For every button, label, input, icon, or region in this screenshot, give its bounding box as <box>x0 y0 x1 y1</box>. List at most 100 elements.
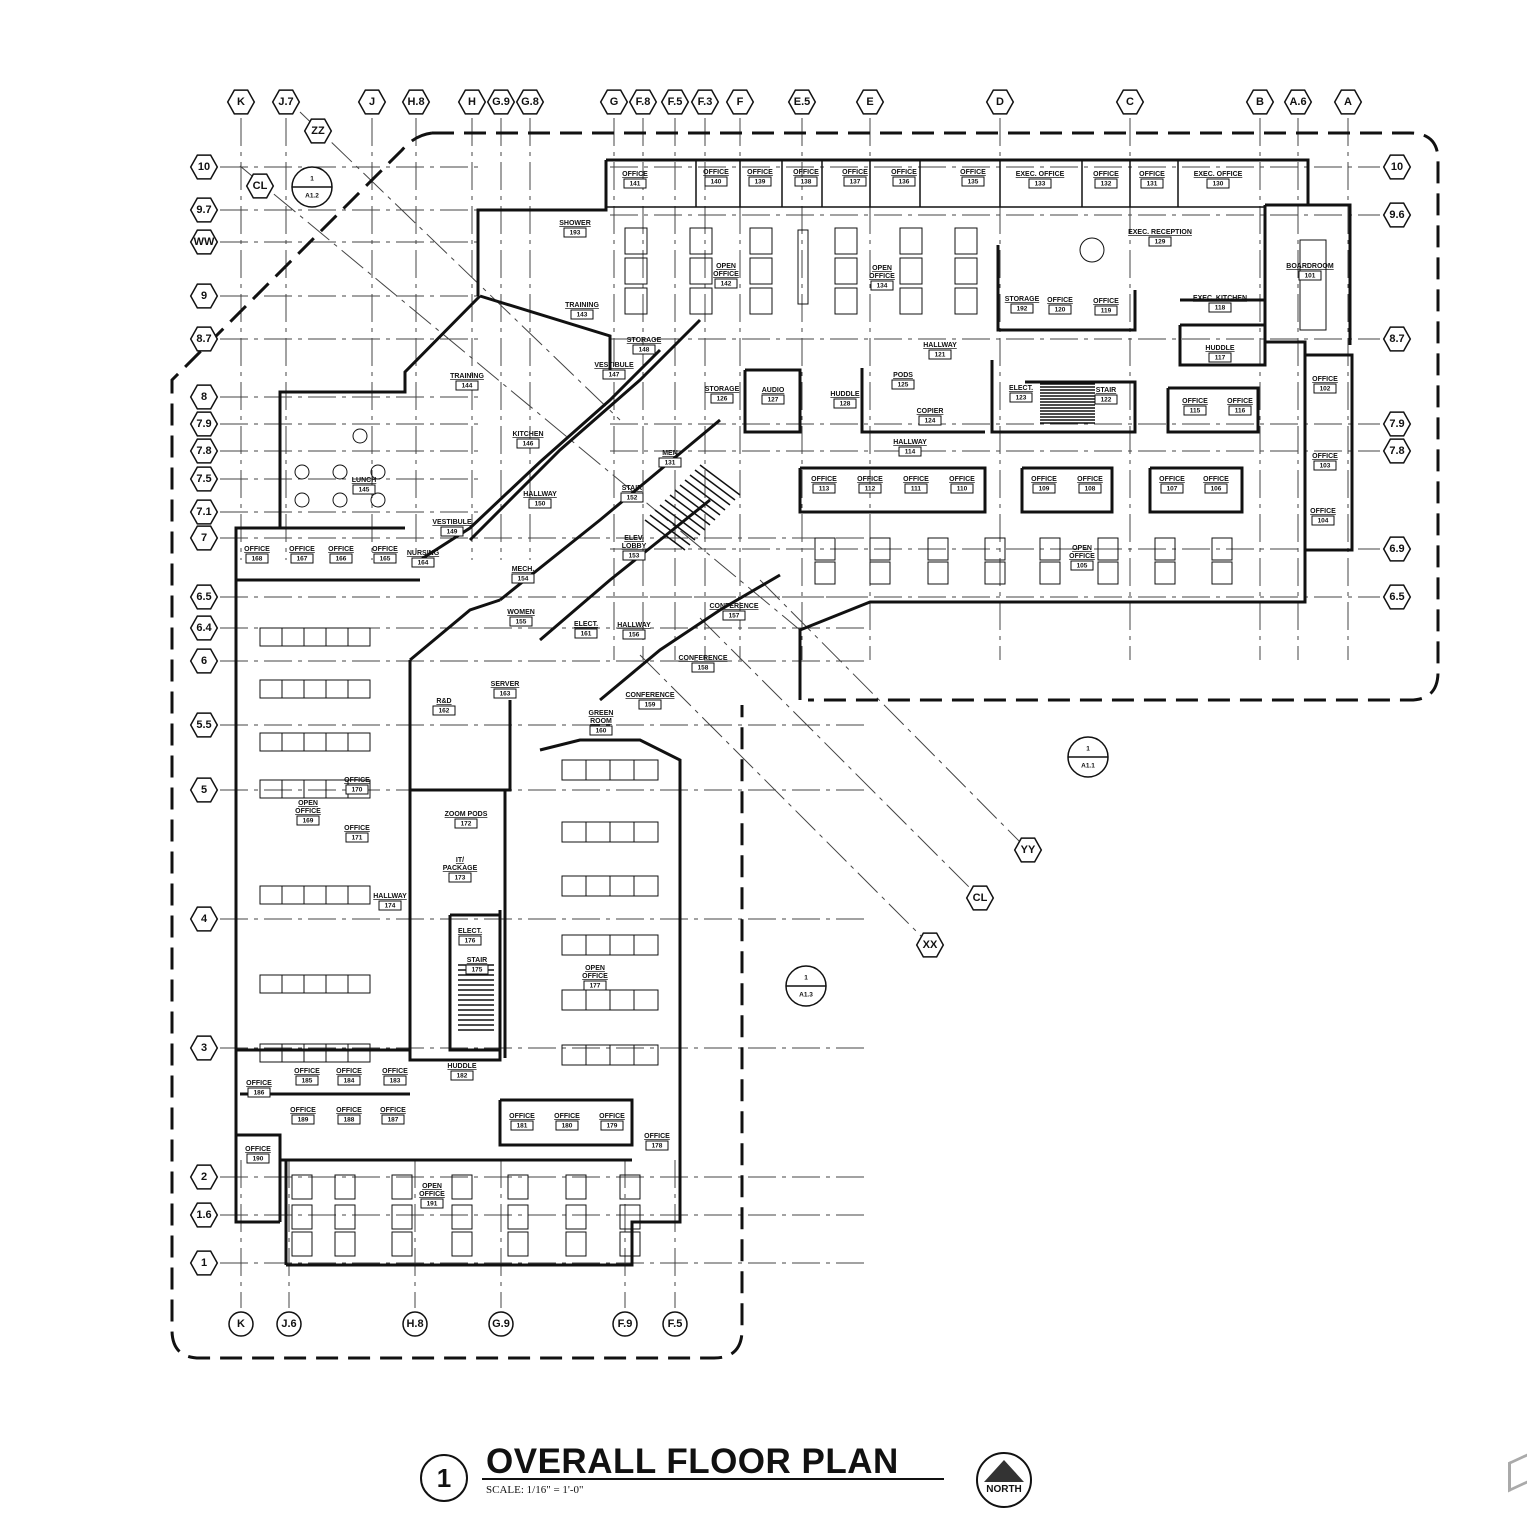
room-number-box <box>918 415 942 426</box>
desk <box>984 561 1006 585</box>
room-number: 119 <box>1101 307 1112 314</box>
desk <box>814 537 836 561</box>
desk <box>624 287 648 315</box>
room-name: OPEN <box>716 263 736 270</box>
grid-bubble: 9.7 <box>189 197 219 223</box>
desk <box>281 885 305 905</box>
room-number-box <box>1140 178 1164 189</box>
grid-bubble-hexagon <box>690 89 720 115</box>
room-name: SHOWER <box>559 220 591 227</box>
grid-label: H <box>468 96 476 108</box>
grid-bubble: 5 <box>189 777 219 803</box>
room-number: 113 <box>819 485 830 492</box>
grid-bubble-hexagon <box>189 283 219 309</box>
room-number-box <box>1032 483 1056 494</box>
room-name: OFFICE <box>509 1113 535 1120</box>
room-number-box <box>794 176 818 187</box>
grid-bubble-hexagon <box>1245 89 1275 115</box>
desk <box>325 1043 349 1063</box>
desk <box>561 821 587 843</box>
room-number: 133 <box>1035 180 1046 187</box>
desk <box>391 1204 413 1230</box>
desk <box>814 561 836 585</box>
room-number: 107 <box>1167 485 1178 492</box>
section-reference: 1A1.3 <box>785 965 827 1007</box>
desk <box>561 875 587 897</box>
room-number-box <box>383 1075 407 1086</box>
room-number-box <box>602 369 626 380</box>
desk <box>291 1231 313 1257</box>
room-name: OFFICE <box>372 546 398 553</box>
room-number-box <box>337 1075 361 1086</box>
room-name: OFFICE <box>857 476 883 483</box>
room-number-box <box>296 815 320 826</box>
room-number-box <box>1070 560 1094 571</box>
room-name: OPEN <box>872 265 892 272</box>
room-number: 157 <box>729 612 740 619</box>
desk <box>609 875 635 897</box>
room-name: OFFICE <box>582 973 608 980</box>
grid-bubble-hexagon <box>457 89 487 115</box>
grid-bubble: 3 <box>189 1035 219 1061</box>
desk <box>749 227 773 255</box>
drawing-number: 1 <box>420 1454 468 1502</box>
grid-label: 5 <box>201 784 207 796</box>
desk <box>565 1174 587 1200</box>
desk <box>619 1174 641 1200</box>
grid-label: D <box>996 96 1004 108</box>
room-name: OFFICE <box>382 1068 408 1075</box>
room-name: LOBBY <box>622 543 647 550</box>
grid-label: E.5 <box>794 96 811 108</box>
grid-label: B <box>1256 96 1264 108</box>
grid-line <box>699 617 981 899</box>
room-number-box <box>570 309 594 320</box>
grid-bubble: 2 <box>189 1164 219 1190</box>
grid-bubble: 7.5 <box>189 466 219 492</box>
room-number: 181 <box>517 1122 528 1129</box>
grid-label: XX <box>923 939 938 951</box>
room-number-box <box>420 1198 444 1209</box>
stair-hatching <box>458 383 1095 1031</box>
room-name: TRAINING <box>450 373 484 380</box>
grid-bubble: 6 <box>189 648 219 674</box>
room-number-box <box>378 900 402 911</box>
room-name: OFFICE <box>336 1068 362 1075</box>
room-name: OFFICE <box>960 169 986 176</box>
grid-bubble: K <box>226 89 256 115</box>
room-name: ELECT. <box>1009 385 1033 392</box>
room-name: OFFICE <box>703 169 729 176</box>
room-name: OFFICE <box>1031 476 1057 483</box>
grid-bubble: K <box>228 1311 254 1337</box>
desk <box>585 934 611 956</box>
grid-bubble: G.9 <box>488 1311 514 1337</box>
desk <box>1211 561 1233 585</box>
room-name: OFFICE <box>244 546 270 553</box>
grid-bubble: YY <box>1013 837 1043 863</box>
room-number: 160 <box>596 727 607 734</box>
desk <box>451 1231 473 1257</box>
room-number-box <box>761 394 785 405</box>
desk <box>291 1174 313 1200</box>
room-number: 124 <box>925 417 936 424</box>
room-name: STAIR <box>467 957 487 964</box>
room-number-box <box>411 557 435 568</box>
grid-bubble-hexagon <box>855 89 885 115</box>
room-name: OFFICE <box>328 546 354 553</box>
grid-bubble-hexagon <box>189 411 219 437</box>
room-number-box <box>465 964 489 975</box>
grid-label: E <box>866 96 873 108</box>
room-number: 185 <box>302 1077 313 1084</box>
room-number-box <box>381 1114 405 1125</box>
